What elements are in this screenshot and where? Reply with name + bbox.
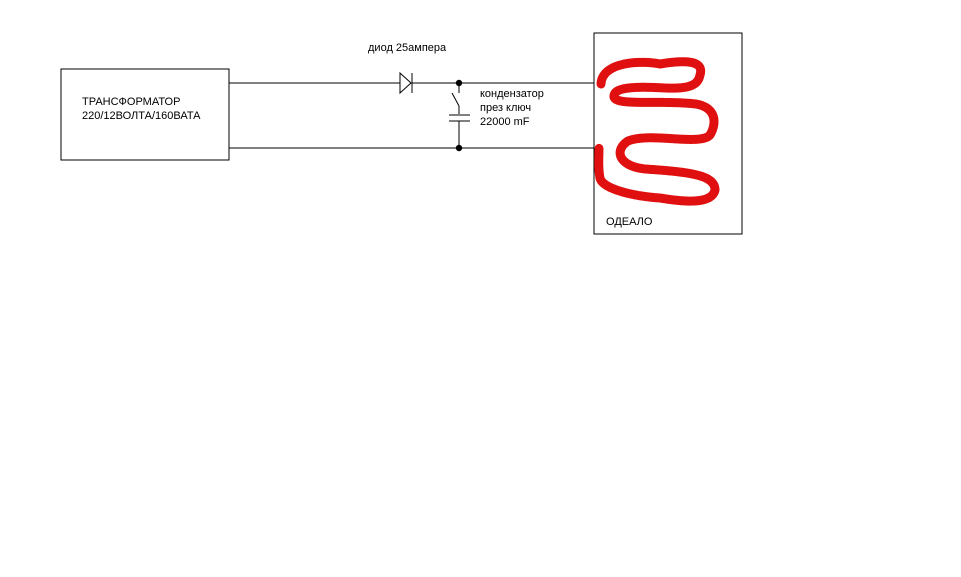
heating-element-end-bottom (595, 145, 603, 153)
transformer-label-line2: 220/12ВОЛТА/160ВАТА (82, 110, 201, 122)
diode-symbol-icon (399, 71, 413, 95)
transformer-label-line1: ТРАНСФОРМАТОР (82, 96, 181, 108)
capacitor-label: кондензатор през ключ 22000 mF (480, 87, 544, 129)
diode-label: диод 25ампера (368, 42, 447, 54)
transformer-box (60, 68, 230, 161)
blanket-label: ОДЕАЛО (606, 216, 653, 228)
capacitor-label-line2: през ключ (480, 102, 532, 114)
switch-symbol-icon (451, 83, 460, 114)
transformer-label: ТРАНСФОРМАТОР 220/12ВОЛТА/160ВАТА (82, 95, 201, 123)
heating-element-squiggle (594, 57, 720, 206)
capacitor-symbol-icon (449, 114, 470, 148)
capacitor-label-line1: кондензатор (480, 88, 544, 100)
capacitor-label-line3: 22000 mF (480, 116, 530, 128)
heating-element-end-top (597, 79, 605, 87)
